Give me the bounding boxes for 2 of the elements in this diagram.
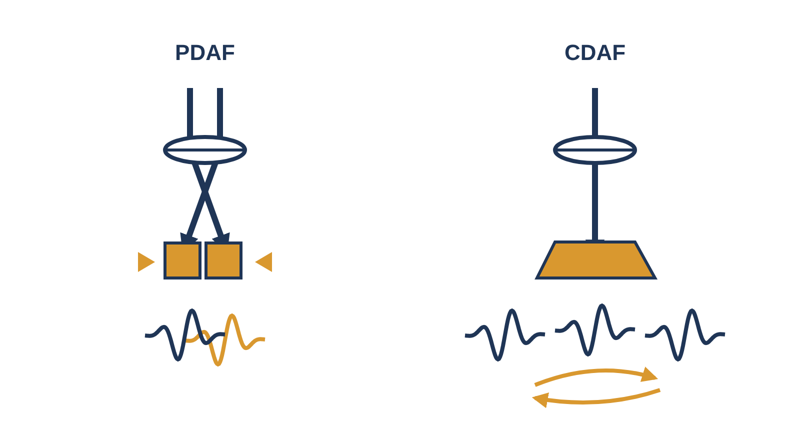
heading: CDAF <box>564 40 626 66</box>
heading: PDAF <box>175 40 235 66</box>
